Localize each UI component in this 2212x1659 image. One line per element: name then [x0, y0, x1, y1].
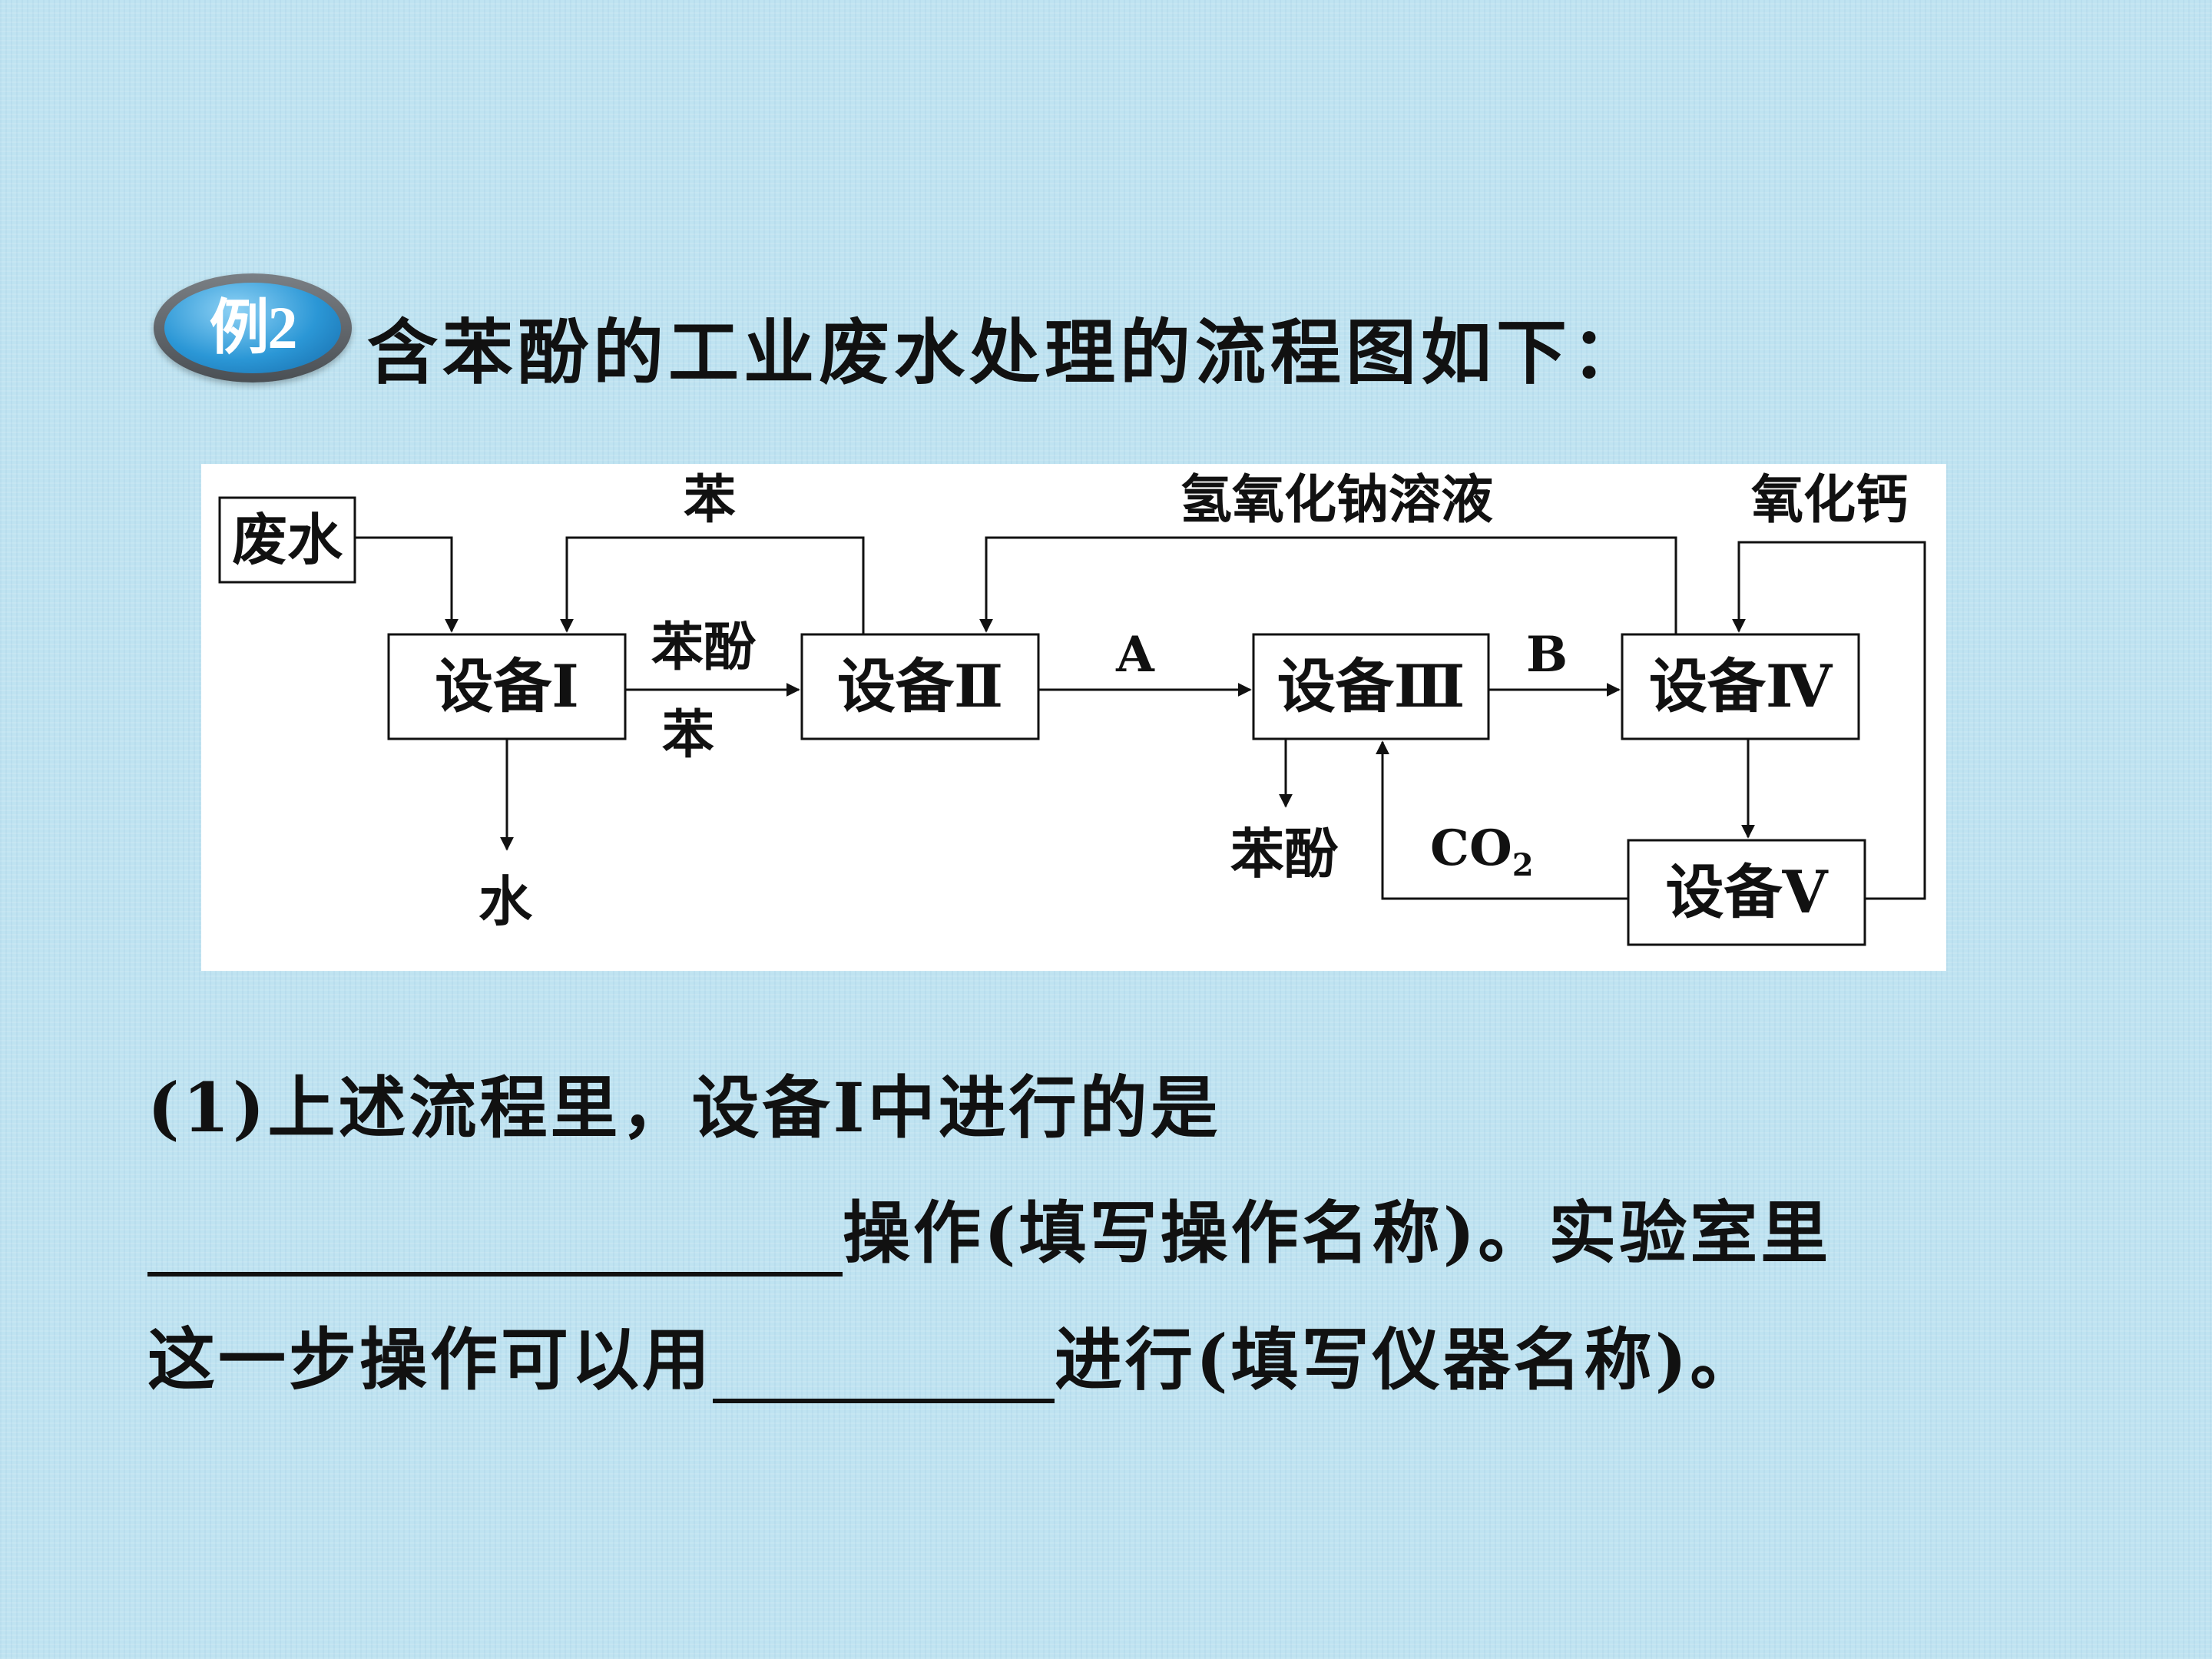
edge-naoh-recycle	[979, 536, 1677, 634]
example-badge: 例2	[154, 273, 352, 382]
label-co2-subscript: 2	[1512, 847, 1534, 883]
label-a: A	[1115, 626, 1155, 684]
label-naoh: 氢氧化钠溶液	[1180, 469, 1493, 531]
label-water: 水	[478, 869, 533, 933]
node-device2-label: 设备Ⅱ	[837, 652, 1003, 720]
node-device1-label: 设备Ⅰ	[435, 652, 579, 720]
node-device3-box	[1252, 633, 1490, 740]
edge-cao-recycle	[1732, 541, 1926, 900]
node-device4-label: 设备Ⅳ	[1649, 652, 1833, 720]
label-phenol-out: 苯酚	[1230, 822, 1339, 886]
flowchart: 废水 设备Ⅰ 设备Ⅱ 设备Ⅲ 设备Ⅳ 设备Ⅴ 苯 氢氧化钠溶液 氧化钙 苯酚 苯…	[201, 464, 1946, 971]
node-device4-box	[1621, 633, 1860, 740]
node-waste-water-label: 废水	[232, 507, 343, 572]
flowchart-svg: 废水 设备Ⅰ 设备Ⅱ 设备Ⅲ 设备Ⅳ 设备Ⅴ 苯 氢氧化钠溶液 氧化钙 苯酚 苯…	[218, 469, 1926, 946]
label-co2: CO2	[1430, 820, 1534, 883]
question-line-3-prefix: 这一步操作可以用	[147, 1320, 714, 1399]
question-line-3: 这一步操作可以用 进行(填写仪器名称)。	[147, 1306, 1760, 1403]
node-device5-box	[1627, 839, 1866, 946]
question-line-2-text: 操作(填写操作名称)。实验室里	[843, 1193, 1832, 1273]
label-b: B	[1526, 626, 1568, 684]
node-device2-box	[800, 633, 1040, 740]
question-heading: 含苯酚的工业废水处理的流程图如下：	[367, 311, 1647, 394]
node-device3-label: 设备Ⅲ	[1277, 652, 1465, 720]
question-line-1-text: (1)上述流程里，设备I中进行的是	[147, 1068, 1221, 1147]
edge-co2-recycle	[1376, 740, 1628, 900]
answer-blank-operation[interactable]	[147, 1203, 843, 1277]
edge-benzene-recycle	[560, 536, 865, 634]
label-cao: 氧化钙	[1751, 469, 1908, 531]
label-co2-main: CO	[1430, 820, 1512, 877]
node-waste-water-box	[218, 496, 356, 584]
edge-wastewater-to-device1	[355, 536, 459, 633]
question-line-3-suffix: 进行(填写仪器名称)。	[1055, 1320, 1761, 1399]
example-badge-label: 例2	[164, 283, 341, 373]
label-benzene-mid: 苯	[662, 704, 714, 766]
node-device5-label: 设备Ⅴ	[1666, 858, 1830, 926]
question-line-2: 操作(填写操作名称)。实验室里	[147, 1179, 1831, 1277]
question-line-1: (1)上述流程里，设备I中进行的是	[147, 1054, 1221, 1151]
label-phenol-mid: 苯酚	[651, 617, 757, 678]
answer-blank-instrument[interactable]	[713, 1330, 1055, 1403]
label-benzene-top: 苯	[684, 469, 736, 531]
